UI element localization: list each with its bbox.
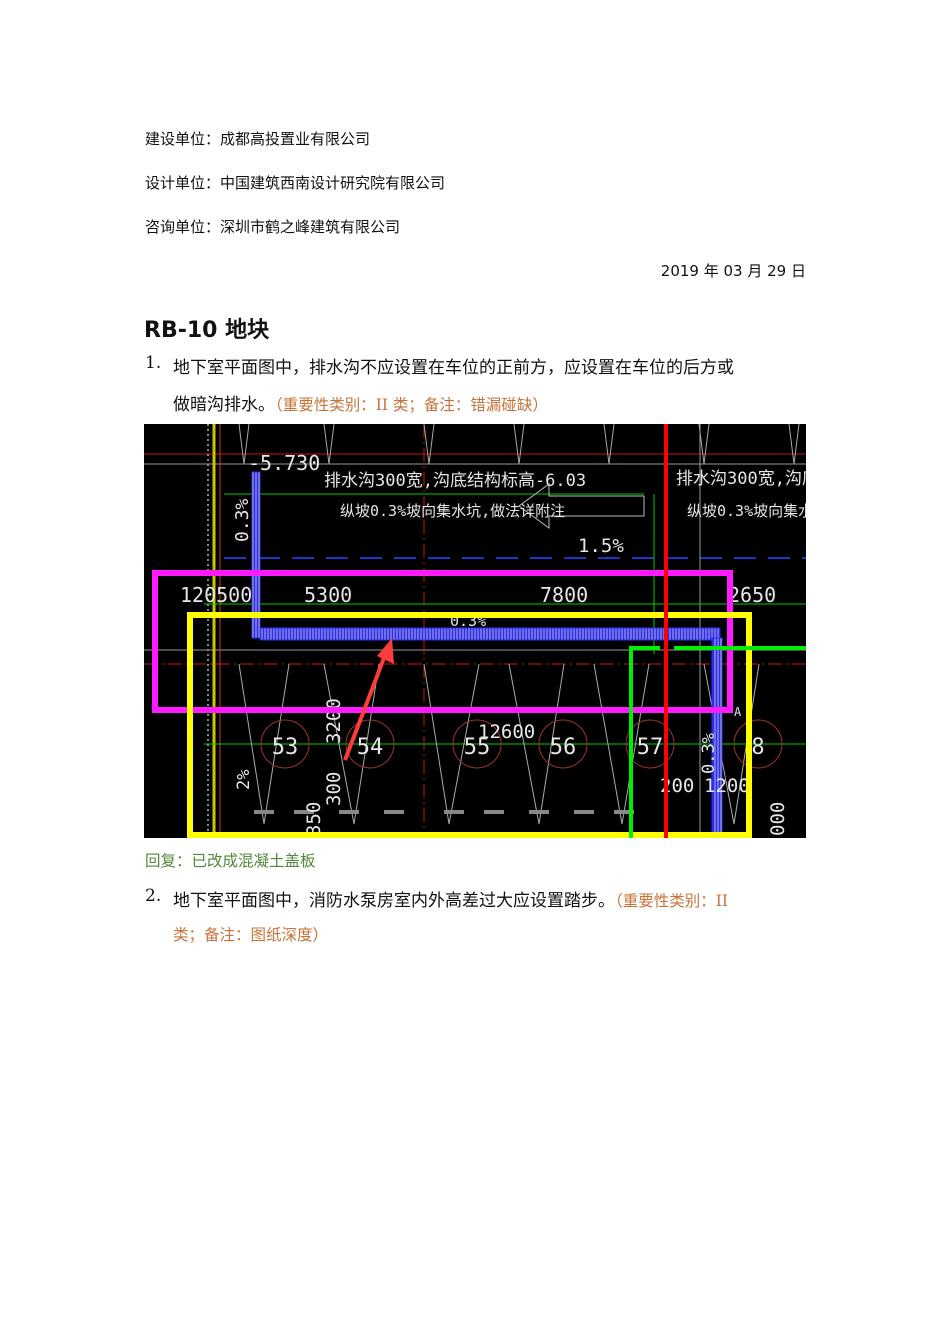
parking-number: 8 [751,735,764,760]
red-arrow-shaft [343,649,389,761]
item-2-number: 2. [145,886,162,906]
parking-number: 57 [637,735,664,760]
dim-3200: 3200 [323,698,345,744]
dim-200: 200 [660,775,694,797]
drain-note-1: 排水沟300宽,沟底结构标高-6.03 [324,471,586,491]
item-2-text-cont: 类；备注：图纸深度） [173,923,328,945]
slope-2-label: 2% [234,770,254,790]
item-1-note: （重要性类别：II 类；备注：错漏碰缺） [275,396,548,414]
cad-drawing-figure: 53 54 55 56 57 8 -5.730 排水沟300宽,沟底结构标高-6… [144,424,806,838]
drain-note-2: 纵坡0.3%坡向集水坑,做法详附注 [340,502,565,520]
elevation-label: -5.730 [248,451,320,475]
construction-unit: 建设单位：成都高投置业有限公司 [145,130,371,148]
item-2-note: （重要性类别：II [615,892,728,910]
item-2-text-line1: 地下室平面图中，消防水泵房室内外高差过大应设置踏步。 [173,891,615,911]
item-2-text: 地下室平面图中，消防水泵房室内外高差过大应设置踏步。（重要性类别：II [173,886,728,911]
dim-120500: 120500 [180,583,252,607]
dim-2650: 2650 [728,583,776,607]
consulting-unit: 咨询单位：深圳市鹤之峰建筑有限公司 [145,218,401,236]
parking-number: 53 [272,735,299,760]
red-arrow-head [377,638,394,664]
document-date: 2019 年 03 月 29 日 [660,262,806,280]
dim-12600: 12600 [478,721,535,743]
dim-5300: 5300 [304,583,352,607]
item-1-text: 地下室平面图中，排水沟不应设置在车位的正前方，应设置在车位的后方或 [173,358,734,378]
drain-note-1-right: 排水沟300宽,沟底结 [676,469,806,489]
markup-overlays [152,424,806,838]
parking-bumpers [254,810,634,814]
magenta-highlight-box [152,570,733,713]
green-boundary-line [629,646,660,838]
slope-left-label: 0.3% [232,498,253,542]
parking-number: 54 [357,735,384,760]
axis-a-label: A [734,705,742,719]
yellow-highlight-box [187,612,752,838]
dim-7800: 7800 [540,583,588,607]
parking-number: 56 [550,735,577,760]
item-1-text-line2: 做暗沟排水。 [173,395,275,415]
dim-000: 000 [767,802,789,836]
item-1-reply: 回复：已改成混凝土盖板 [145,852,316,870]
cad-drawing: 53 54 55 56 57 8 -5.730 排水沟300宽,沟底结构标高-6… [144,424,806,838]
dim-350: 350 [303,802,325,836]
item-1-text-cont: 做暗沟排水。（重要性类别：II 类；备注：错漏碰缺） [173,390,548,415]
dim-300: 300 [323,772,345,806]
design-unit: 设计单位：中国建筑西南设计研究院有限公司 [145,174,446,192]
item-2-note-cont: 类；备注：图纸深度） [173,926,329,944]
section-title: RB-10 地块 [144,318,270,343]
cad-grid-lines [144,424,806,838]
parking-circles [260,719,783,769]
item-1-number: 1. [145,353,162,373]
parking-number: 55 [464,735,491,760]
slope-right-label: 0.3% [699,733,719,774]
dim-1200: 1200 [704,775,750,797]
drain-note-2-right: 纵坡0.3%坡向集水 [687,502,806,520]
drain-channel [251,471,723,835]
slope-main-label: 1.5% [578,535,624,557]
